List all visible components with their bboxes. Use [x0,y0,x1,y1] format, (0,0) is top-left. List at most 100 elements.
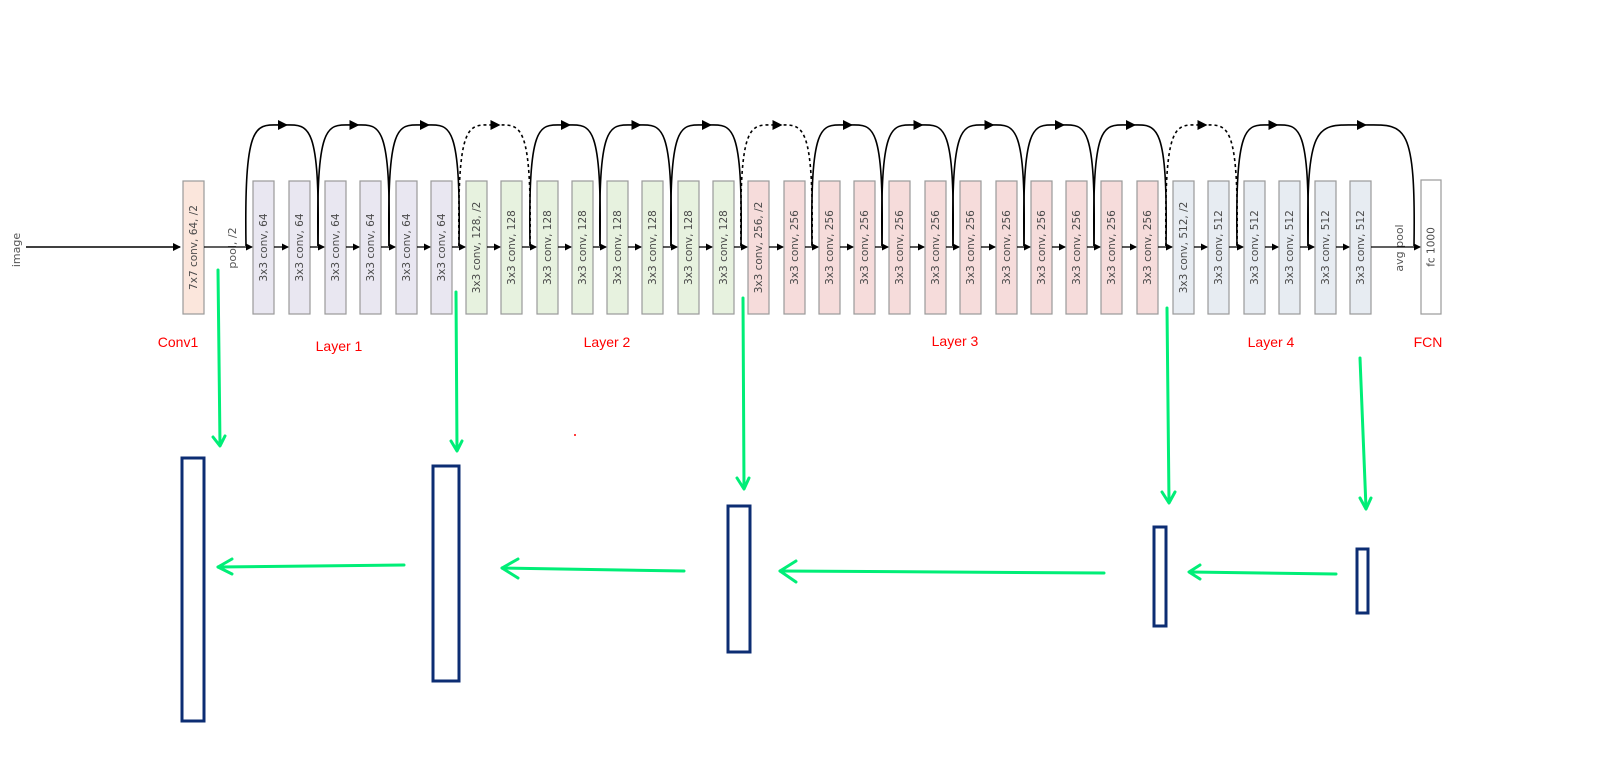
block-label: 3x3 conv, 128 [683,210,695,285]
shortcut-arrowhead [843,120,853,130]
block-layer3: 3x3 conv, 256 [1136,180,1159,315]
block-label: 3x3 conv, 256 [930,210,942,285]
block-label: 3x3 conv, 256 [894,210,906,285]
block-layer2: 3x3 conv, 128 [641,180,664,315]
upsample-arrow-layer2-to-layer1 [500,557,686,580]
feature-maps [180,456,1370,723]
projection-shortcut [457,124,532,247]
shortcut-arrowhead [1126,120,1136,130]
block-layer2: 3x3 conv, 128 [677,180,700,315]
block-layer3: 3x3 conv, 256 [1100,180,1123,315]
block-label: 3x3 conv, 512 [1213,210,1225,285]
block-layer3: 3x3 conv, 256 [1030,180,1053,315]
block-label: 3x3 conv, 256 [824,210,836,285]
block-layer1: 3x3 conv, 64 [252,180,275,315]
block-label: 3x3 conv, 64 [436,213,448,281]
block-label: 3x3 conv, 512 [1284,210,1296,285]
section-label-layer4: Layer 4 [1248,334,1295,350]
block-label: 3x3 conv, 128, /2 [471,202,483,294]
block-layer3: 3x3 conv, 256 [995,180,1018,315]
block-label: 3x3 conv, 64 [330,213,342,281]
tap-arrows [211,268,1373,511]
shortcut-arrowhead [1197,120,1208,130]
upsample-arrow-layer4-to-layer3 [1187,563,1338,581]
projection-shortcut [1164,124,1239,247]
shortcut-arrowhead [561,120,571,130]
shortcut-arrowhead [984,120,995,130]
block-label: 3x3 conv, 256 [1036,210,1048,285]
block-layer4: 3x3 conv, 512 [1314,180,1337,315]
block-fc: fc 1000 [1420,179,1442,315]
block-layer3: 3x3 conv, 256 [959,180,982,315]
block-label: 3x3 conv, 128 [542,210,554,285]
shortcut-arrowhead [1055,120,1065,130]
section-label-layer3: Layer 3 [932,333,979,349]
projection-shortcut [739,124,814,247]
upsample-arrows [216,557,1338,584]
shortcut-arrowhead [702,120,712,130]
block-layer2: 3x3 conv, 128, /2 [465,180,488,315]
block-layer4: 3x3 conv, 512 [1278,180,1301,315]
layer4-feature-map [1355,547,1370,615]
shortcut-arrowhead [1268,120,1279,130]
block-label: 3x3 conv, 64 [365,213,377,281]
section-label-layer2: Layer 2 [584,334,631,350]
conv1-feature-map [180,456,206,723]
block-label: 3x3 conv, 64 [294,213,306,281]
block-label: 3x3 conv, 256 [789,210,801,285]
input-label: image [10,233,23,267]
block-conv1: 7x7 conv, 64, /2 [182,180,205,315]
shortcut-arrowhead [278,120,288,130]
block-layer2: 3x3 conv, 128 [712,180,735,315]
upsample-arrow-layer3-to-layer2 [778,559,1106,584]
block-label: 3x3 conv, 128 [647,210,659,285]
block-layer2: 3x3 conv, 128 [571,180,594,315]
block-layer4: 3x3 conv, 512 [1207,180,1230,315]
block-layer3: 3x3 conv, 256, /2 [747,180,770,315]
block-layer3: 3x3 conv, 256 [818,180,841,315]
tap-arrow-layer2 [735,296,751,491]
block-layer3: 3x3 conv, 256 [853,180,876,315]
block-label: 7x7 conv, 64, /2 [188,205,200,290]
layer3-feature-map [1152,525,1168,628]
block-label: 3x3 conv, 128 [612,210,624,285]
stray-dot [574,434,576,436]
block-label: 3x3 conv, 128 [718,210,730,285]
shortcut-arrowhead [631,120,642,130]
shortcut-arrowhead [913,120,924,130]
layer2-feature-map [726,504,752,654]
block-layer1: 3x3 conv, 64 [395,180,418,315]
tap-arrow-layer1 [449,290,464,453]
shortcut-arrowhead [420,120,430,130]
section-label-fcn: FCN [1414,334,1443,350]
block-layer4: 3x3 conv, 512 [1349,180,1372,315]
shortcut-arrowhead [772,120,783,130]
shortcut-arrowhead [1357,120,1367,130]
block-label: fc 1000 [1426,227,1438,267]
block-label: 3x3 conv, 64 [401,213,413,281]
shortcut-arrowhead [490,120,501,130]
block-label: 3x3 conv, 256 [1142,210,1154,285]
block-label: 3x3 conv, 256 [859,210,871,285]
block-label: 3x3 conv, 256 [1001,210,1013,285]
block-label: 3x3 conv, 256 [965,210,977,285]
block-layer3: 3x3 conv, 256 [783,180,806,315]
section-label-conv1: Conv1 [158,334,199,350]
block-rect [1420,179,1442,315]
layer1-feature-map [431,464,461,683]
block-label: 3x3 conv, 512 [1249,210,1261,285]
block-label: 3x3 conv, 64 [258,213,270,281]
block-label: 3x3 conv, 256 [1106,210,1118,285]
section-label-layer1: Layer 1 [316,338,363,354]
block-chain: 7x7 conv, 64, /2 3x3 conv, 64 3x3 conv, 64… [182,179,1442,315]
block-label: 3x3 conv, 128 [577,210,589,285]
block-layer2: 3x3 conv, 128 [606,180,629,315]
block-layer3: 3x3 conv, 256 [888,180,911,315]
block-label: 3x3 conv, 256 [1071,210,1083,285]
block-layer2: 3x3 conv, 128 [536,180,559,315]
tap-arrow-layer4 [1358,356,1373,511]
block-layer4: 3x3 conv, 512 [1243,180,1266,315]
block-layer4: 3x3 conv, 512, /2 [1172,180,1195,315]
block-label: 3x3 conv, 128 [506,210,518,285]
shortcut-arrowhead [349,120,360,130]
